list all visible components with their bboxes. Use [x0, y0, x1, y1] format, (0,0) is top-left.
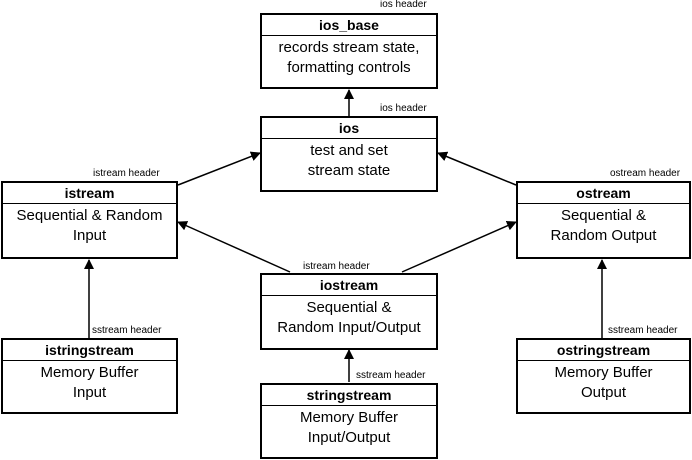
istringstream-header-label: sstream header: [92, 325, 162, 336]
ios-base-desc-line-2: formatting controls: [287, 59, 411, 76]
ostringstream-title: ostringstream: [518, 340, 689, 361]
iostream-description: Sequential & Random Input/Output: [262, 296, 436, 338]
edge-iostream-to-istream: [177, 221, 291, 273]
iostream-header-label: istream header: [303, 261, 370, 272]
stringstream-desc-line-1: Memory Buffer: [299, 409, 399, 426]
ostream-desc-line-2: Random Output: [550, 227, 657, 244]
ios-desc-line-1: test and set: [310, 142, 388, 159]
istream-title: istream: [3, 183, 176, 204]
ios-base-desc-line-1: records stream state,: [278, 39, 420, 56]
istringstream-desc-line-1: Memory Buffer: [40, 364, 139, 381]
iostream-desc-line-2: Random Input/Output: [277, 319, 421, 336]
stringstream-desc-line-2: Input/Output: [307, 429, 391, 446]
ostream-header-label: ostream header: [610, 168, 681, 179]
edge-istream-to-ios: [177, 151, 261, 186]
ostream-desc-line-1: Sequential &: [560, 207, 647, 224]
ios-description: test and set stream state: [262, 139, 436, 181]
stringstream-description: Memory Buffer Input/Output: [262, 406, 436, 448]
ios-base-box: ios_base records stream state, formattin…: [260, 13, 438, 89]
ostringstream-description: Memory Buffer Output: [518, 361, 689, 403]
istream-box: istream Sequential & Random Input: [1, 181, 178, 259]
stringstream-title: stringstream: [262, 385, 436, 406]
edge-iostream-to-ostream: [401, 221, 517, 273]
ios-desc-line-2: stream state: [307, 162, 391, 179]
ios-box: ios test and set stream state: [260, 116, 438, 192]
iostream-title: iostream: [262, 275, 436, 296]
ostringstream-desc-line-2: Output: [580, 384, 627, 401]
ostream-description: Sequential & Random Output: [518, 204, 689, 246]
ios-title: ios: [262, 118, 436, 139]
ios-header-label: ios header: [380, 103, 427, 114]
iostream-box: iostream Sequential & Random Input/Outpu…: [260, 273, 438, 350]
istringstream-description: Memory Buffer Input: [3, 361, 176, 403]
istream-desc-line-2: Input: [72, 227, 107, 244]
ostringstream-box: ostringstream Memory Buffer Output: [516, 338, 691, 414]
istream-description: Sequential & Random Input: [3, 204, 176, 246]
istream-desc-line-1: Sequential & Random: [16, 207, 163, 224]
stringstream-box: stringstream Memory Buffer Input/Output: [260, 383, 438, 459]
ostringstream-desc-line-1: Memory Buffer: [554, 364, 653, 381]
iostream-desc-line-1: Sequential &: [306, 299, 392, 316]
istream-header-label: istream header: [93, 168, 160, 179]
ostream-title: ostream: [518, 183, 689, 204]
ios-base-title: ios_base: [262, 15, 436, 36]
stringstream-header-label: sstream header: [356, 370, 426, 381]
ios-base-header-label: ios header: [380, 0, 427, 10]
ostringstream-header-label: sstream header: [608, 325, 678, 336]
ostream-box: ostream Sequential & Random Output: [516, 181, 691, 259]
istringstream-box: istringstream Memory Buffer Input: [1, 338, 178, 414]
istringstream-title: istringstream: [3, 340, 176, 361]
istringstream-desc-line-2: Input: [72, 384, 107, 401]
ios-base-description: records stream state, formatting control…: [262, 36, 436, 78]
edge-ostream-to-ios: [437, 151, 517, 186]
